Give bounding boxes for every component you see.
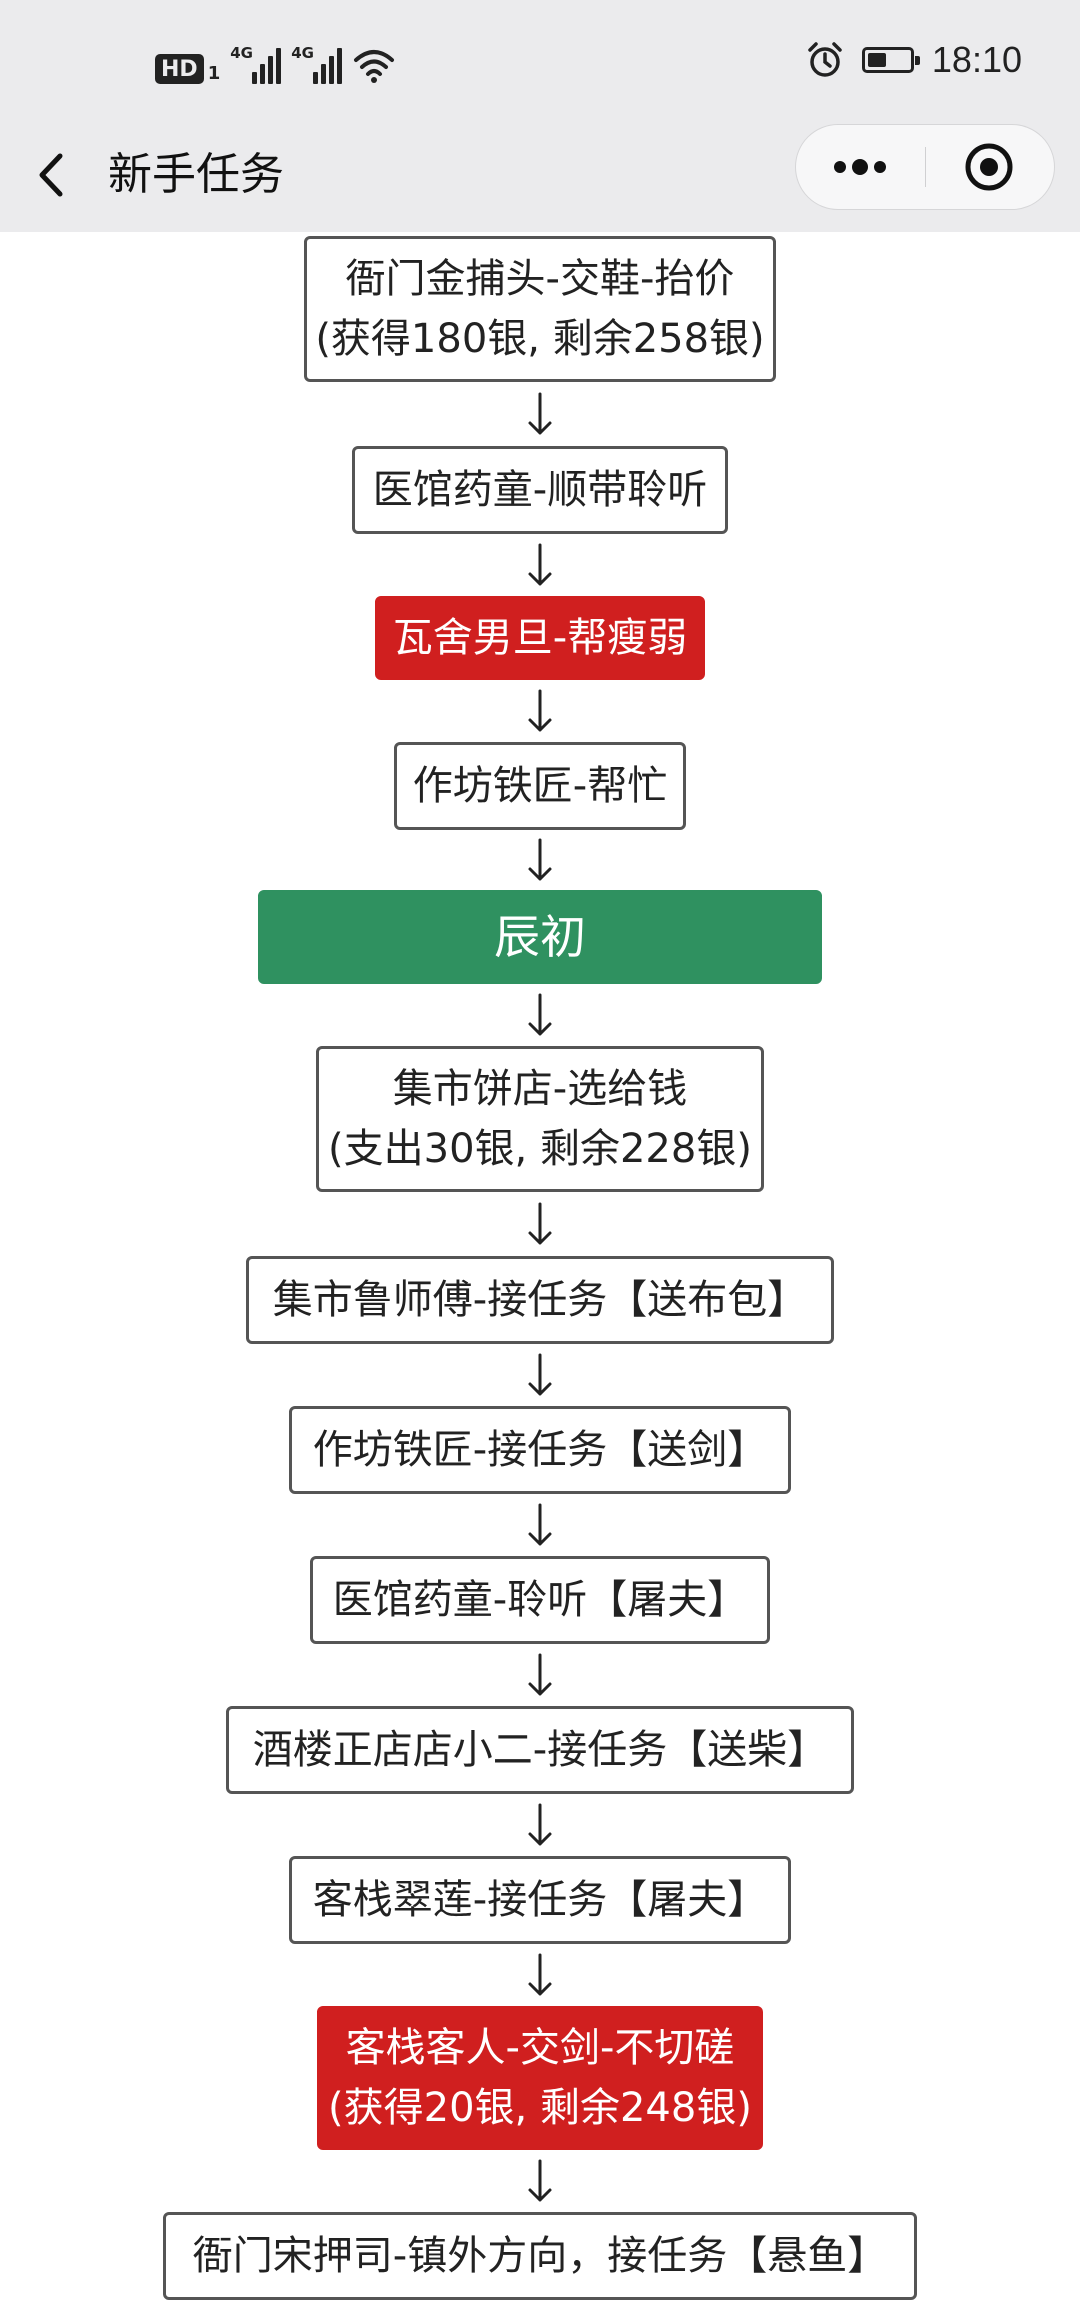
flow-node: 客栈翠莲-接任务【屠夫】 [289,1856,791,1944]
flow-node: 作坊铁匠-帮忙 [394,742,686,830]
wifi-icon [354,50,395,83]
flow-arrow-icon [528,1803,552,1846]
page-title: 新手任务 [108,149,284,200]
flow-node-text: 集市鲁师傅-接任务【送布包】 [272,1277,808,1323]
flow-node-text: 作坊铁匠-帮忙 [412,763,668,809]
flow-node-text: 客栈翠莲-接任务【屠夫】 [312,1877,768,1923]
flow-node: 辰初 [258,890,822,984]
flow-node: 医馆药童-聆听【屠夫】 [310,1556,770,1644]
flow-arrow-icon [528,1353,552,1396]
flow-arrow-icon [528,2159,552,2202]
flow-node-text: 辰初 [494,910,586,964]
flow-node-text: 衙门宋押司-镇外方向，接任务【悬鱼】 [192,2233,888,2279]
signal-bar [321,64,327,84]
battery-icon [861,47,920,73]
alarm-icon [808,42,842,77]
flow-node: 酒楼正店店小二-接任务【送柴】 [226,1706,854,1794]
flow-arrow-icon [528,838,552,881]
signal-bar [252,72,258,84]
flow-node: 集市鲁师傅-接任务【送布包】 [246,1256,834,1344]
flow-arrow-icon [528,1653,552,1696]
flow-arrow-icon [528,1202,552,1245]
hd-badge: HD [155,54,204,84]
signal-bar [276,48,282,84]
flow-arrow-icon [528,689,552,732]
status-left: HD 1 4G 4G [155,38,396,84]
signal-bar [268,56,274,84]
flow-node-text: (获得20银, 剩余248银) [328,2085,752,2131]
network-type-label: 4G [230,44,253,62]
flow-arrow-icon [528,543,552,586]
flow-arrow-icon [528,993,552,1036]
flow-node-text: 医馆药童-顺带聆听 [372,467,708,513]
flow-node: 客栈客人-交剑-不切磋 (获得20银, 剩余248银) [317,2006,763,2150]
nav-bar: 新手任务 [0,120,1080,232]
signal-bar [260,64,266,84]
close-mini-program-icon[interactable] [927,125,1055,209]
flow-node-text: 客栈客人-交剑-不切磋 [345,2025,735,2071]
flow-arrow-icon [528,392,552,435]
signal-icon: 4G [230,44,282,84]
flow-node: 衙门宋押司-镇外方向，接任务【悬鱼】 [163,2212,917,2300]
signal-bar [337,48,343,84]
clock: 18:10 [931,39,1022,80]
back-icon[interactable] [30,142,76,208]
flow-node-text: 医馆药童-聆听【屠夫】 [332,1577,748,1623]
flow-node-text: 集市饼店-选给钱 [392,1066,688,1112]
network-type-label: 4G [291,44,314,62]
signal-bar [313,72,319,84]
flow-node: 瓦舍男旦-帮瘦弱 [375,596,705,680]
status-right: 18:10 [806,30,1022,90]
flow-arrow-icon [528,1503,552,1546]
flow-node-text: 作坊铁匠-接任务【送剑】 [312,1427,768,1473]
flow-node-text: 瓦舍男旦-帮瘦弱 [392,615,688,661]
signal-icon: 4G [291,44,343,84]
battery-fill [867,53,886,67]
signal-bar [329,56,335,84]
status-bar: HD 1 4G 4G 1 [0,0,1080,120]
capsule-menu [795,124,1055,210]
more-icon[interactable] [796,125,924,209]
flow-node-text: (支出30银, 剩余228银) [328,1126,752,1172]
flow-node: 衙门金捕头-交鞋-抬价 (获得180银, 剩余258银) [304,236,776,382]
flow-node: 医馆药童-顺带聆听 [352,446,728,534]
flow-node: 集市饼店-选给钱 (支出30银, 剩余228银) [316,1046,764,1192]
flow-arrow-icon [528,1953,552,1996]
flow-node-text: 衙门金捕头-交鞋-抬价 [345,256,735,302]
flow-node-text: (获得180银, 剩余258银) [315,316,765,362]
sim-slot-label: 1 [207,63,221,84]
capsule-divider [925,147,926,187]
flow-node: 作坊铁匠-接任务【送剑】 [289,1406,791,1494]
flow-node-text: 酒楼正店店小二-接任务【送柴】 [252,1727,828,1773]
